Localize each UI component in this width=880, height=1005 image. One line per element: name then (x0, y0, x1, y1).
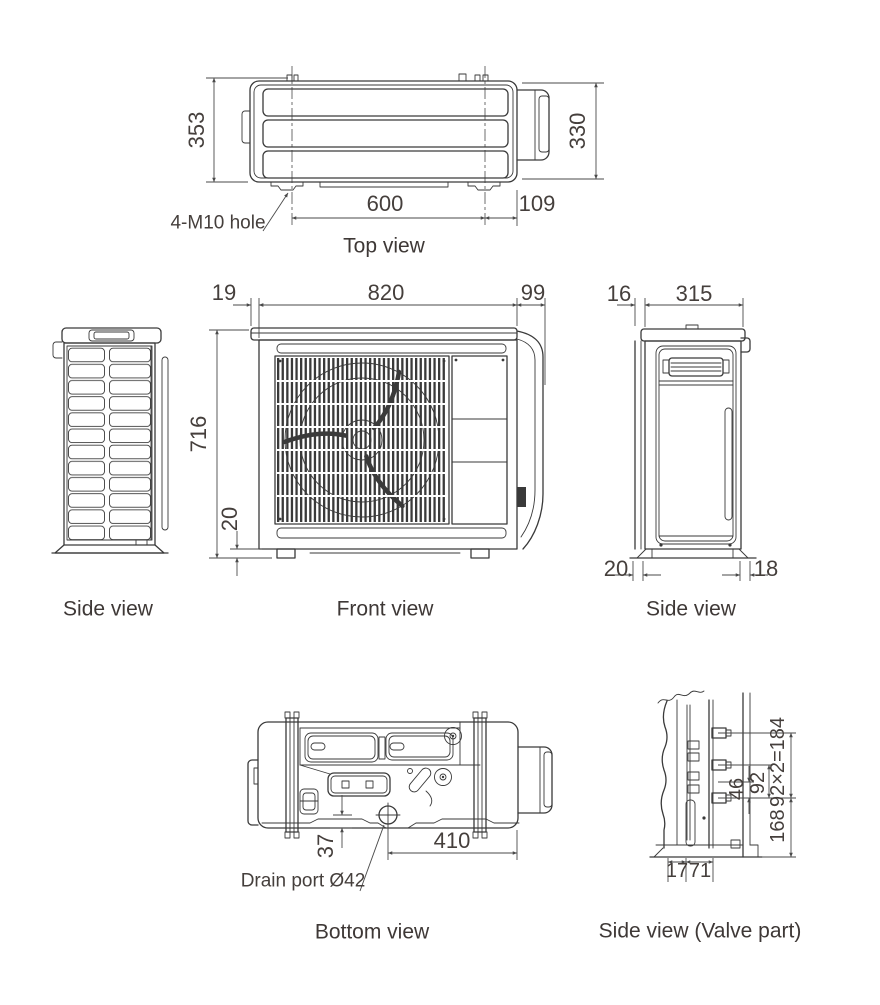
valve-part-view-drawing (649, 690, 796, 882)
dim-side-foot-right: 18 (753, 556, 779, 581)
dim-side-foot-left: 20 (603, 556, 629, 581)
top-view-drawing (206, 66, 604, 232)
dim-valve-offset-b: 71 (688, 860, 712, 882)
caption-side-view-left: Side view (63, 597, 153, 621)
caption-side-view-right: Side view (646, 597, 736, 621)
bottom-view-drawing (247, 711, 553, 892)
caption-valve-view: Side view (Valve part) (598, 919, 802, 943)
dim-bottom-drain-edge: 37 (313, 833, 338, 859)
dim-valve-pitch: 92 (747, 771, 769, 795)
side-view-right-drawing (615, 298, 768, 581)
dim-top-depth-right: 330 (565, 112, 590, 150)
dim-bottom-drain-side: 410 (433, 828, 471, 853)
dim-top-foot-offset: 109 (518, 191, 556, 216)
dim-valve-height: 168 (767, 809, 789, 843)
dim-front-overhang: 19 (211, 280, 237, 305)
side-view-left-drawing (51, 327, 169, 554)
dim-side-depth: 315 (675, 281, 713, 306)
note-drain-port: Drain port Ø42 (240, 870, 366, 892)
dim-front-height: 716 (186, 415, 211, 453)
caption-bottom-view: Bottom view (314, 920, 430, 944)
dim-top-depth-left: 353 (184, 111, 209, 149)
dim-front-foot-height: 20 (217, 506, 242, 532)
dim-valve-pitch-total: 92×2=184 (767, 716, 789, 808)
dim-top-foot-pitch: 600 (366, 191, 404, 216)
dim-valve-offset: 46 (726, 777, 748, 801)
dim-side-grille-depth: 16 (606, 281, 632, 306)
dim-front-width: 820 (367, 280, 405, 305)
note-m10-hole: 4-M10 hole (170, 212, 266, 234)
dim-front-side-depth: 99 (520, 280, 546, 305)
caption-front-view: Front view (336, 597, 434, 621)
caption-top-view: Top view (343, 234, 425, 258)
dim-valve-offset-a: 17 (665, 860, 689, 882)
front-view-drawing (209, 298, 546, 576)
